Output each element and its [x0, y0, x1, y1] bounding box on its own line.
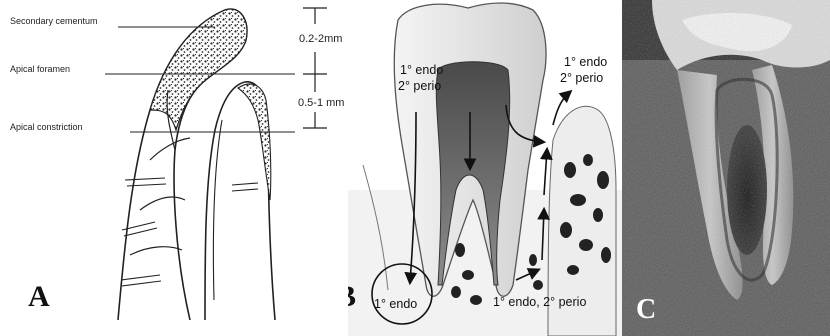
label-apical-constriction: Apical constriction	[10, 122, 83, 132]
panel-b-lesion-pathways: 1° endo 2° perio 1° endo 2° perio 1° end…	[348, 0, 622, 336]
panel-a-letter: A	[28, 280, 50, 313]
accessory-canal-1	[125, 178, 166, 186]
panel-c-radiograph: C	[622, 0, 830, 336]
panel-a-apical-anatomy: Secondary cementum Apical foramen Apical…	[0, 0, 348, 336]
panel-b-letter: B	[348, 280, 356, 313]
canal-branch-3	[130, 247, 182, 255]
canal-branch-1	[150, 138, 190, 160]
label-right-top-line2: 2° perio	[560, 71, 603, 85]
arrow-lateral-up-1	[544, 150, 547, 195]
label-crown-left-line2: 2° perio	[398, 79, 441, 93]
label-apical-foramen: Apical foramen	[10, 64, 70, 74]
canal-branch-2	[140, 197, 185, 210]
label-bottom-right: 1° endo, 2° perio	[493, 295, 586, 309]
panel-c-letter: C	[636, 294, 656, 325]
panel-b-drawing: 1° endo 2° perio 1° endo 2° perio 1° end…	[348, 0, 622, 336]
label-apex-circle: 1° endo	[374, 297, 417, 311]
label-right-top-line1: 1° endo	[564, 55, 607, 69]
secondary-cementum-right	[238, 84, 271, 200]
panel-a-drawing: Secondary cementum Apical foramen Apical…	[0, 0, 348, 336]
panel-c-drawing: C	[622, 0, 830, 336]
canal-right-branch	[232, 183, 258, 191]
label-measure-upper: 0.2-2mm	[299, 33, 342, 45]
label-secondary-cementum: Secondary cementum	[10, 16, 98, 26]
accessory-canal-3	[121, 275, 161, 286]
label-measure-lower: 0.5-1 mm	[298, 97, 344, 109]
xray-grain	[622, 0, 830, 336]
canal-right	[213, 120, 222, 300]
label-crown-left-line1: 1° endo	[400, 63, 443, 77]
